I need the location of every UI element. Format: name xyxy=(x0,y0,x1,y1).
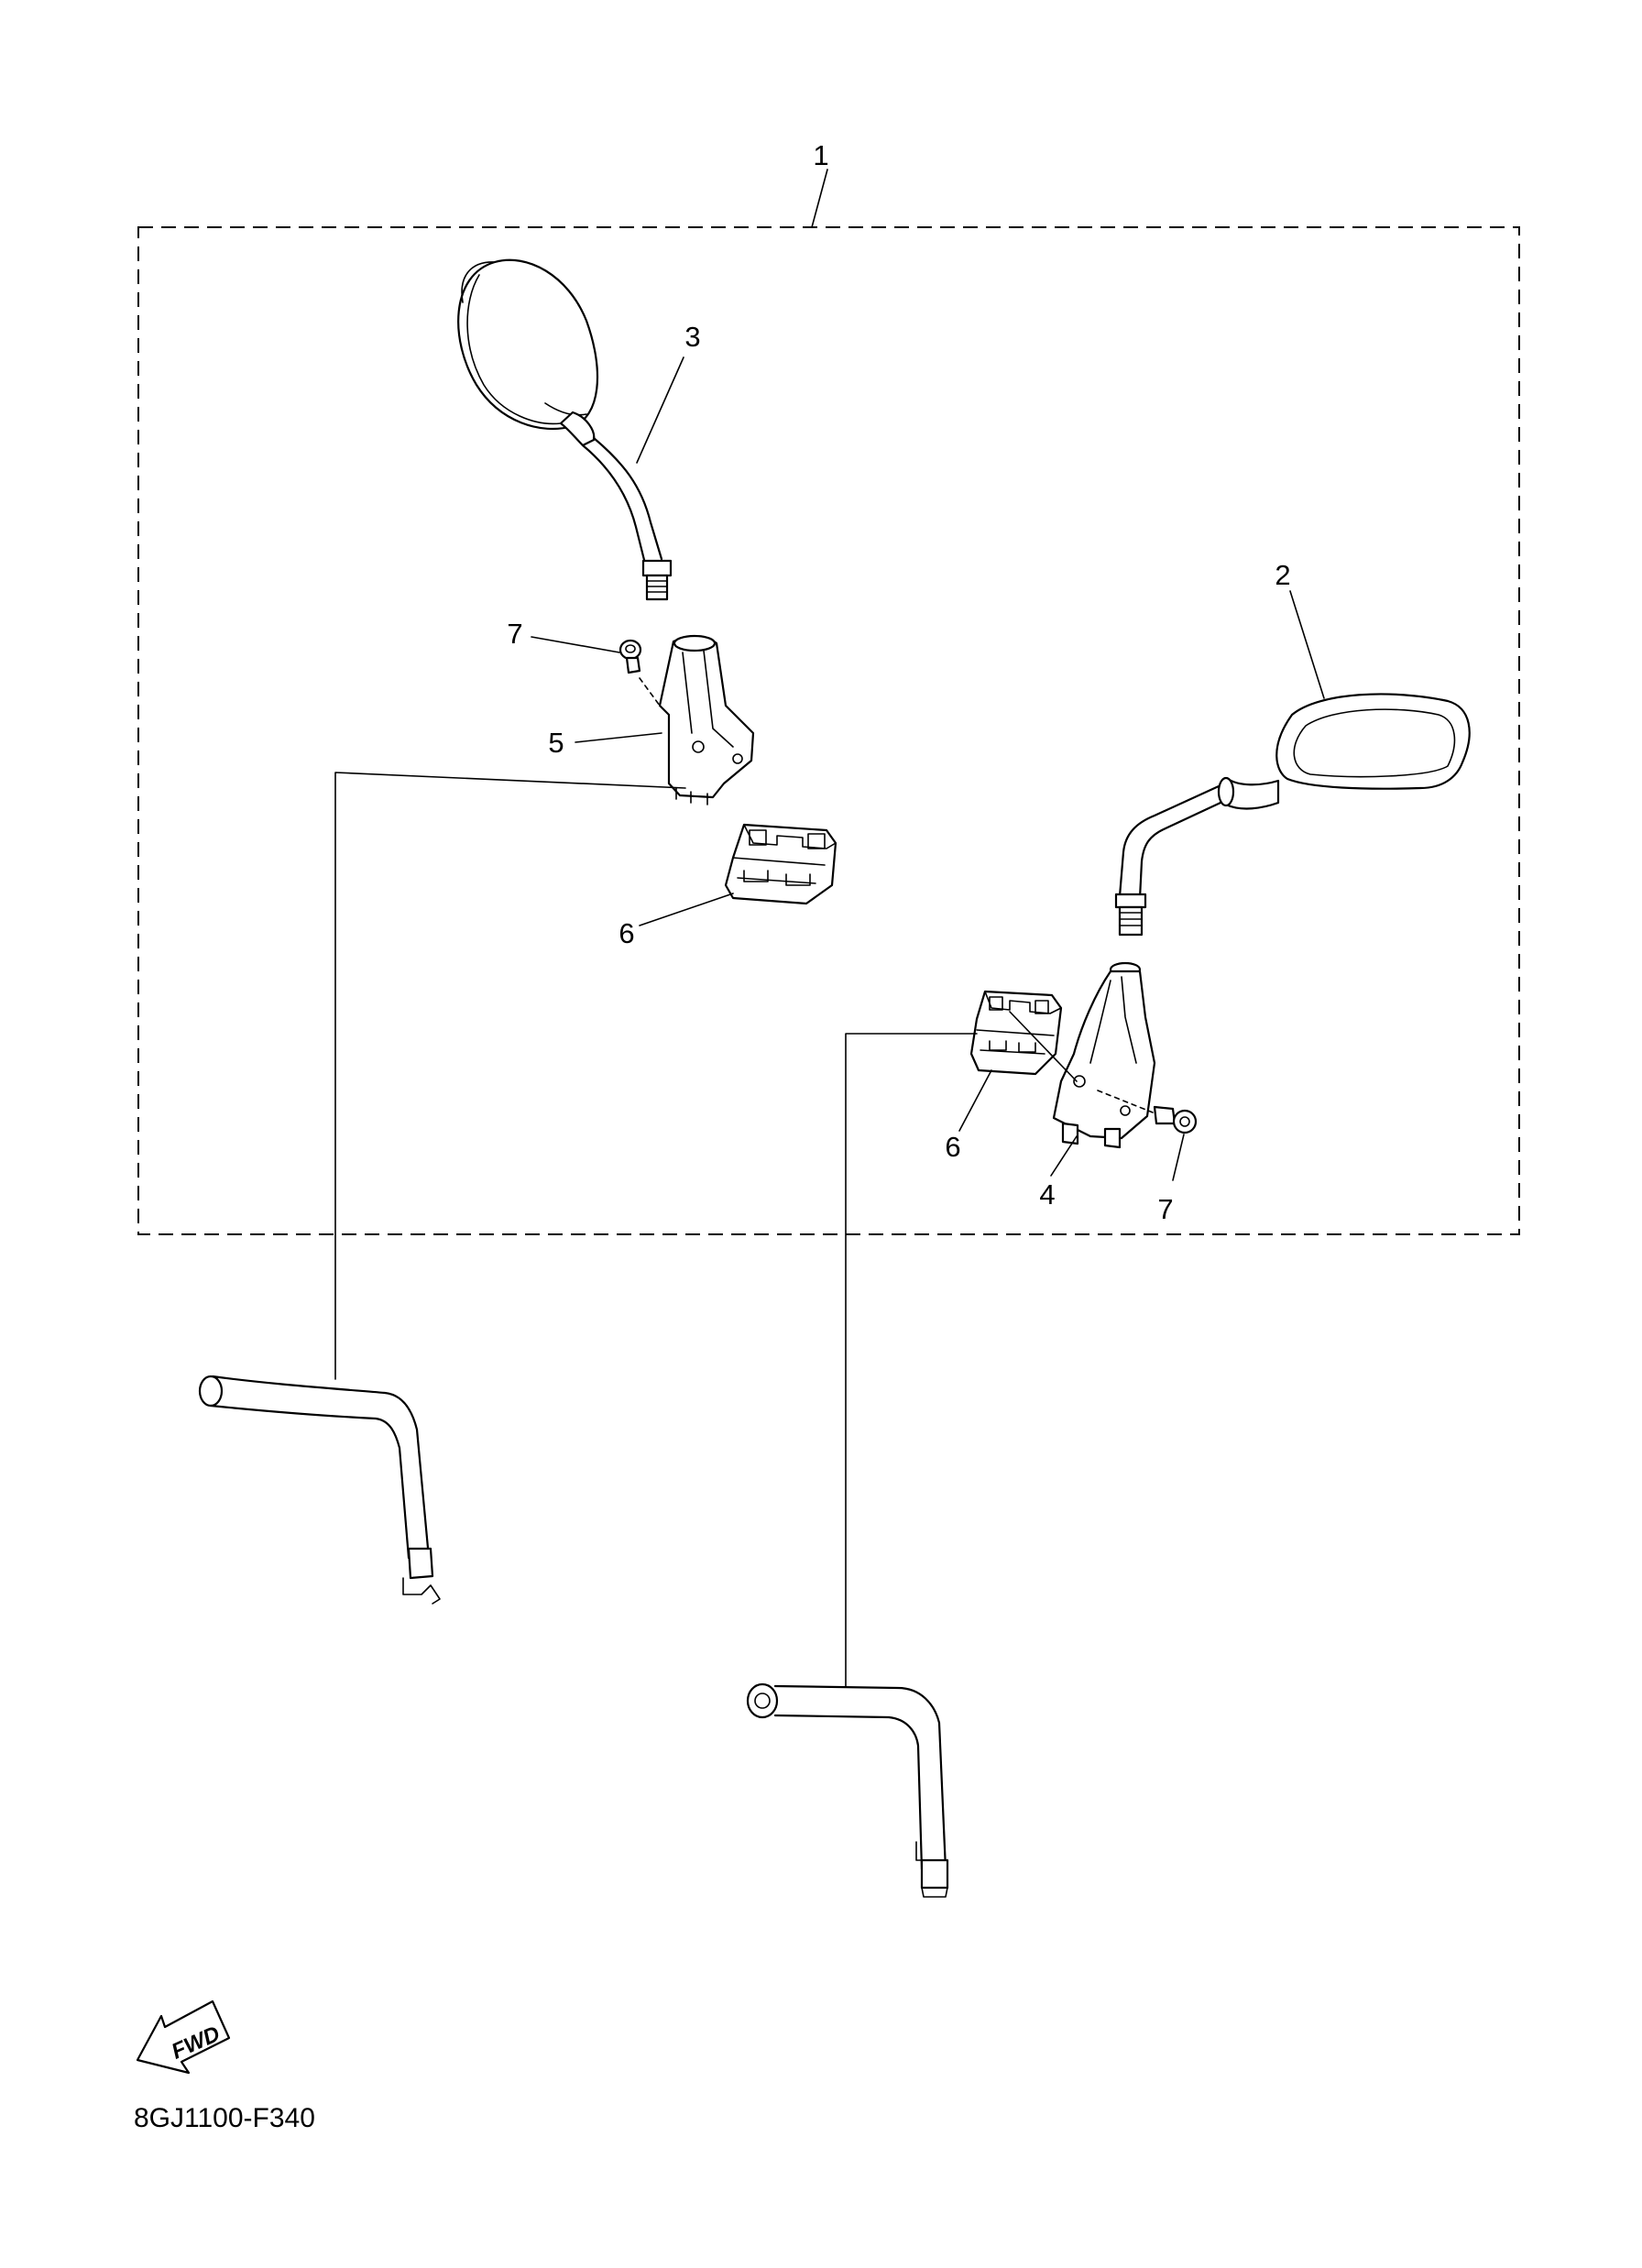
forward-direction-arrow-icon: FWD xyxy=(136,2000,231,2075)
leader-line-6b xyxy=(958,1069,992,1132)
reference-line-right xyxy=(845,1033,978,1687)
callout-3: 3 xyxy=(684,321,700,353)
callout-5: 5 xyxy=(548,727,564,759)
callout-7b: 7 xyxy=(1157,1193,1173,1225)
kit-boundary-dashed-box xyxy=(137,226,1520,1235)
mirror-left-part-3 xyxy=(457,258,673,601)
leader-line-5 xyxy=(575,732,662,743)
bracket-right-part-4 xyxy=(1052,961,1156,1149)
leader-line-7a xyxy=(531,636,620,653)
reference-line-left xyxy=(334,772,686,1380)
handlebar-left xyxy=(198,1375,441,1605)
callout-4: 4 xyxy=(1039,1178,1055,1211)
leader-line-6a xyxy=(639,893,734,926)
callout-1: 1 xyxy=(813,139,828,171)
callout-2: 2 xyxy=(1275,559,1290,591)
screw-left-part-7 xyxy=(618,639,661,707)
clamp-left-part-6 xyxy=(724,823,837,905)
mirror-right-part-2 xyxy=(1114,693,1471,937)
callout-6a: 6 xyxy=(618,917,634,949)
clamp-right-part-6 xyxy=(969,990,1078,1082)
leader-line-1 xyxy=(811,169,828,228)
figure-code: 8GJ1100-F340 xyxy=(134,2103,315,2133)
callout-7a: 7 xyxy=(507,618,522,650)
screw-right-part-7 xyxy=(1097,1090,1198,1134)
handlebar-right xyxy=(746,1682,949,1898)
callout-6b: 6 xyxy=(945,1131,960,1163)
leader-line-3 xyxy=(636,356,684,464)
leader-line-2 xyxy=(1289,590,1325,699)
leader-line-7b xyxy=(1172,1134,1185,1181)
leader-line-4 xyxy=(1050,1135,1078,1177)
bracket-left-part-5 xyxy=(658,634,755,805)
